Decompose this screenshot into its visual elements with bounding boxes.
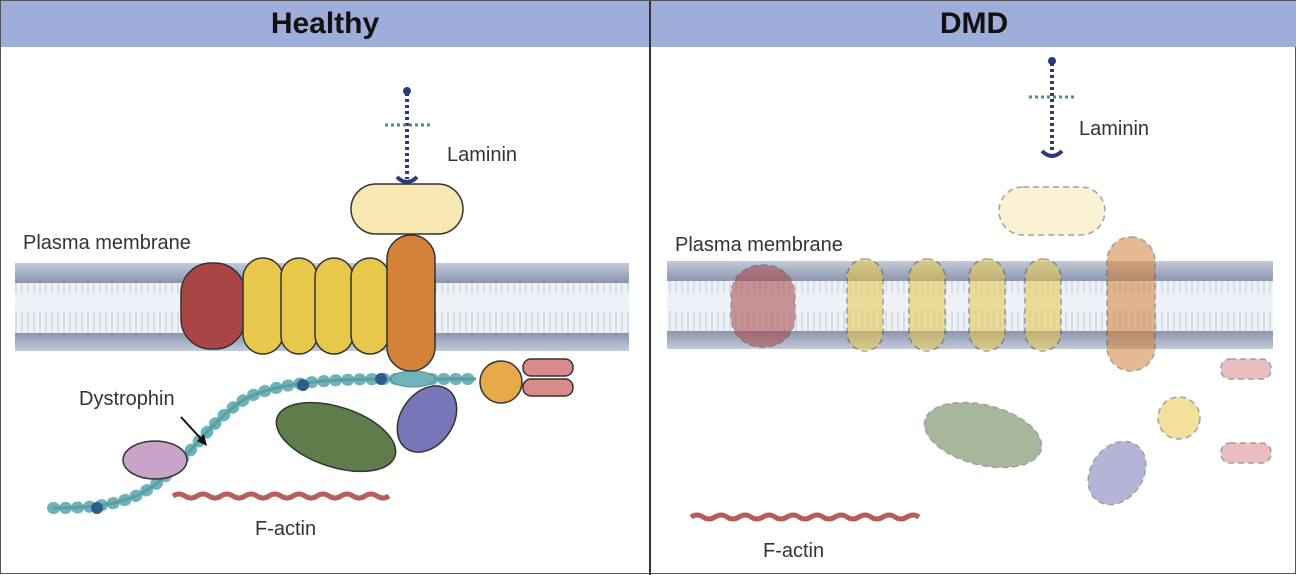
dystrophin-arrow [180,416,207,446]
red-pair-top-healthy [522,358,574,377]
laminin-dmd [1029,57,1077,158]
dystrophin-chain [47,370,482,514]
sarcoglycan-3-dmd [968,258,1006,352]
label-plasma-membrane-dmd: Plasma membrane [675,234,843,256]
yellow-protein-dmd [1157,396,1201,440]
dark-red-protein-healthy [180,262,246,350]
red-small-top-dmd [1220,358,1272,380]
alpha-dystroglycan-healthy [350,183,464,235]
f-actin-healthy [171,491,391,501]
sarcoglycan-3-healthy [314,257,354,355]
dmd-panel: Laminin Plasma membrane F-actin [667,57,1273,562]
red-small-bottom-dmd [1220,442,1272,464]
panel-title-healthy: Healthy [1,1,649,47]
sarcoglycan-2-healthy [280,257,318,355]
label-laminin-dmd: Laminin [1079,118,1149,140]
purple-protein-healthy [396,385,458,453]
f-actin-dmd [689,512,921,522]
label-dystrophin: Dystrophin [79,388,175,410]
red-pair-bottom-healthy [522,378,574,397]
label-plasma-membrane-healthy: Plasma membrane [23,232,191,254]
beta-dystroglycan-dmd [1106,236,1156,372]
sarcoglycan-4-dmd [1024,258,1062,352]
label-f-actin-healthy: F-actin [255,518,316,540]
panel-divider [649,1,651,575]
dark-red-protein-dmd [730,264,796,348]
sarcoglycan-4-healthy [350,257,390,355]
pink-protein-healthy [122,440,188,480]
panel-title-dmd: DMD [651,1,1296,47]
label-f-actin-dmd: F-actin [763,540,824,562]
green-protein-dmd [923,401,1043,469]
laminin-healthy [385,87,431,184]
missing-complex-dmd [730,186,1272,506]
label-laminin-healthy: Laminin [447,144,517,166]
sarcoglycan-2-dmd [908,258,946,352]
beta-dystroglycan-healthy [386,234,436,372]
healthy-panel: Laminin Plasma membrane Dystrophin F-act… [15,87,629,540]
green-protein-healthy [275,401,397,473]
sarcoglycan-1-dmd [846,258,884,352]
sarcoglycan-1-healthy [242,257,284,355]
purple-protein-dmd [1087,440,1147,506]
yellow-protein-healthy [479,360,523,404]
alpha-dystroglycan-dmd [998,186,1106,236]
